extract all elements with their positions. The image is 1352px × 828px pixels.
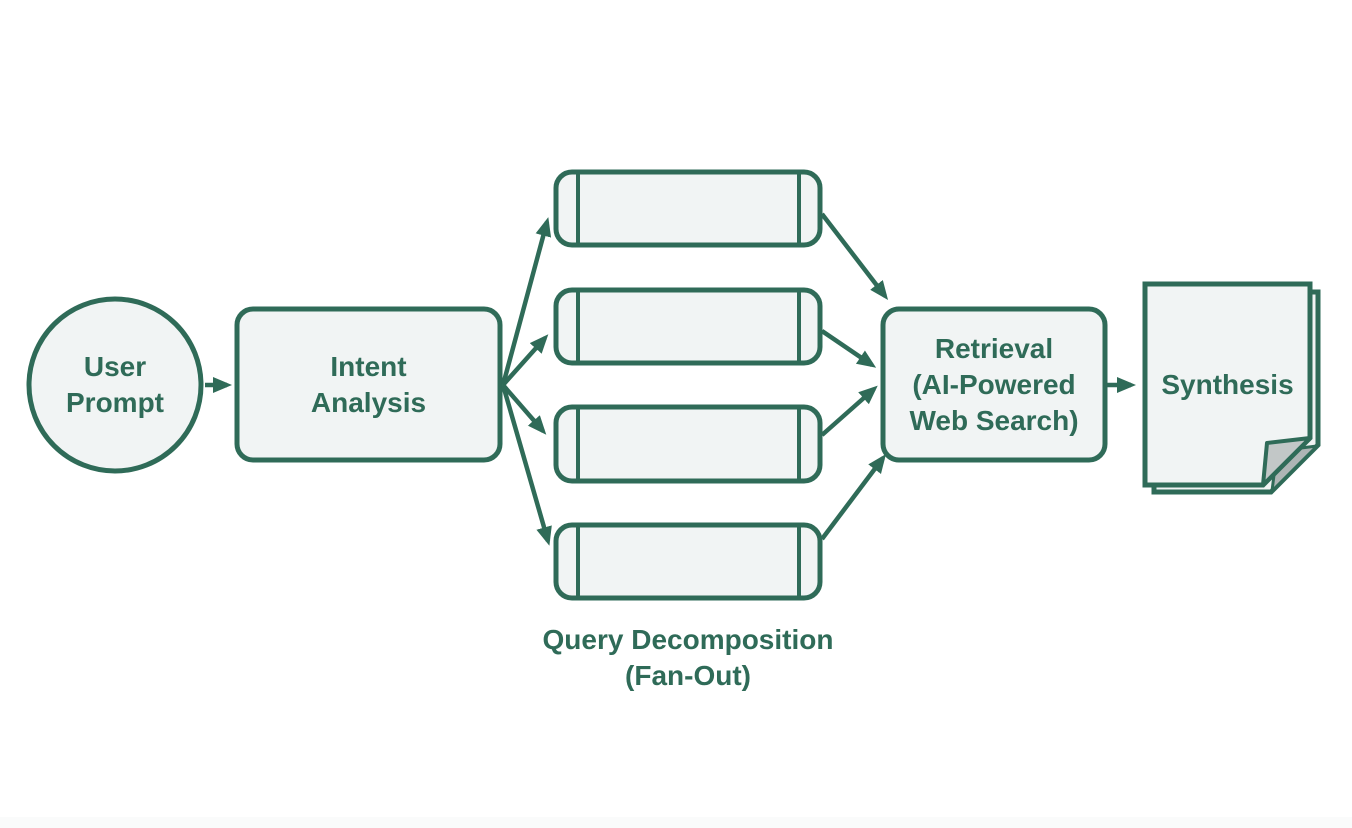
- synthesis-corner-fold: [1261, 436, 1312, 487]
- arrow-intent-to-subquery-4: [500, 384, 552, 546]
- arrow-intent-to-subquery-3: [501, 383, 547, 435]
- synthesis-node: [1142, 281, 1321, 495]
- subquery-node-4: [553, 522, 823, 601]
- arrow-subquery-1-to-retrieval: [820, 212, 889, 300]
- retrieval-node: [880, 306, 1108, 463]
- arrow-subquery-3-to-retrieval: [820, 385, 878, 437]
- bottom-edge-band: [0, 817, 1352, 828]
- arrow-subquery-2-to-retrieval: [820, 329, 877, 368]
- arrow-subquery-4-to-retrieval: [820, 454, 887, 541]
- subquery-node-3: [553, 404, 823, 484]
- subquery-node-1: [553, 169, 823, 248]
- arrow-intent-to-subquery-2: [501, 334, 549, 387]
- user-prompt-node: [26, 296, 204, 474]
- arrow-intent-to-subquery-1: [500, 217, 552, 386]
- subquery-node-2: [553, 287, 823, 366]
- intent-analysis-node: [234, 306, 503, 463]
